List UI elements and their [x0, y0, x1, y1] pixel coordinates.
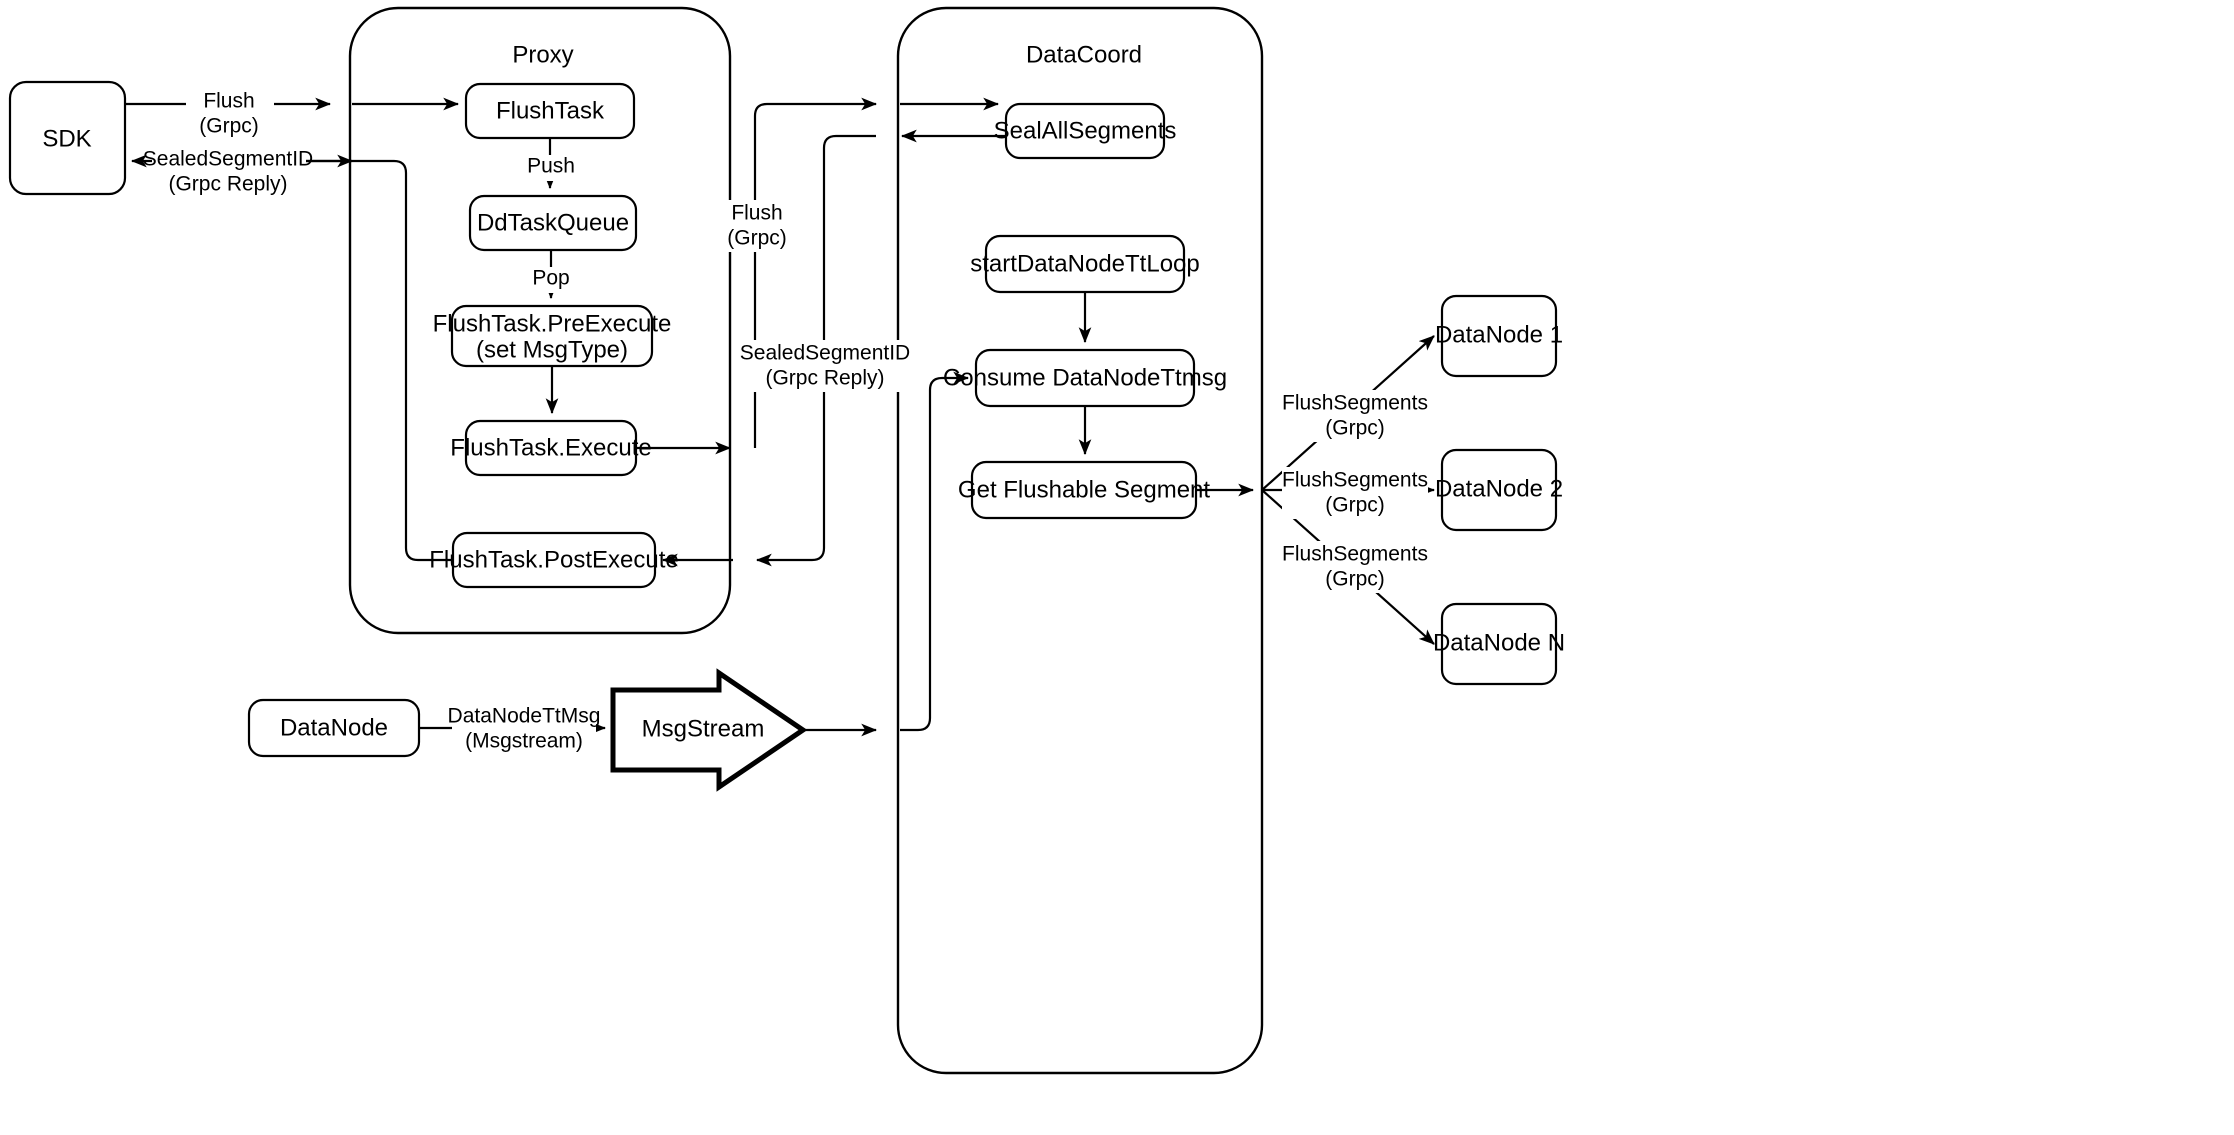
- edge-postexecute-to-sdk: [130, 154, 453, 562]
- edge-label-pop: Pop: [522, 267, 580, 293]
- datacoord-title: DataCoord: [1026, 41, 1142, 68]
- datanodettmsg-line1: DataNodeTtMsg: [448, 705, 601, 728]
- flush-grpc-proxy-label-bg: [722, 200, 794, 252]
- flush-grpc-sdk-line1: Flush: [203, 90, 254, 113]
- datanode-bottom-box[interactable]: [247, 698, 421, 758]
- edge-label-flush-grpc-sdk: Flush (Grpc): [186, 88, 274, 140]
- flushsegments-n-line1: FlushSegments: [1282, 543, 1428, 566]
- node-msgstream[interactable]: MsgStream: [610, 668, 808, 792]
- edge-label-flushsegments-1: FlushSegments (Grpc): [1282, 390, 1428, 442]
- flushtask-box[interactable]: [464, 82, 636, 140]
- sealallsegments-box[interactable]: [1004, 102, 1166, 160]
- sealedsegid-sdk-label-bg: [152, 146, 306, 198]
- node-sdk[interactable]: SDK: [8, 80, 127, 196]
- node-consumedatanodettmsg[interactable]: Consume DataNodeTtmsg: [943, 348, 1227, 408]
- flushsegments-1-line1: FlushSegments: [1282, 392, 1428, 415]
- datanode2-box[interactable]: [1440, 448, 1558, 532]
- node-datanode1[interactable]: DataNode 1: [1435, 294, 1563, 378]
- sealedsegid-proxy-label-bg: [746, 340, 904, 392]
- datanoden-box[interactable]: [1440, 602, 1558, 686]
- node-datanode2[interactable]: DataNode 2: [1435, 448, 1563, 532]
- edge-label-flush-grpc-proxy: Flush (Grpc): [722, 200, 794, 252]
- pop-label-bg: [522, 267, 580, 293]
- flush-grpc-sdk-label-bg: [186, 88, 274, 140]
- node-datanode-bottom[interactable]: DataNode: [247, 698, 421, 758]
- edge-label-flushsegments-n: FlushSegments (Grpc): [1282, 541, 1428, 593]
- node-execute[interactable]: FlushTask.Execute: [450, 419, 652, 477]
- flush-grpc-proxy-line2: (Grpc): [727, 227, 787, 250]
- postexecute-box[interactable]: [451, 531, 657, 589]
- ddtaskqueue-box[interactable]: [468, 194, 638, 252]
- pop-label: Pop: [532, 267, 569, 290]
- sealedsegid-sdk-line1: SealedSegmentID: [143, 148, 313, 171]
- flushsegments-2-label-bg: [1282, 467, 1428, 519]
- sealedsegid-sdk-line2: (Grpc Reply): [168, 173, 287, 196]
- edge-flush-rail-to-datacoord-boundary: [753, 97, 878, 448]
- flush-grpc-sdk-line2: (Grpc): [199, 115, 259, 138]
- flushsegments-1-label-bg: [1282, 390, 1428, 442]
- flush-grpc-proxy-line1: Flush: [731, 202, 782, 225]
- sealedsegid-proxy-line2: (Grpc Reply): [765, 367, 884, 390]
- startdatanodettloop-box[interactable]: [984, 234, 1186, 294]
- preexecute-box[interactable]: [450, 304, 654, 368]
- edge-label-sealedsegid-proxy: SealedSegmentID (Grpc Reply): [740, 340, 910, 392]
- edge-datacoord-inlet-to-consume: [900, 371, 970, 732]
- flushsegments-n-line2: (Grpc): [1325, 568, 1385, 591]
- edge-label-push: Push: [518, 155, 584, 181]
- node-ddtaskqueue[interactable]: DdTaskQueue: [468, 194, 638, 252]
- datacoord-container-box: [896, 6, 1264, 1075]
- datanodettmsg-line2: (Msgstream): [465, 730, 583, 753]
- flushsegments-n-label-bg: [1282, 541, 1428, 593]
- getflushablesegment-box[interactable]: [970, 460, 1198, 520]
- execute-box[interactable]: [464, 419, 638, 477]
- edge-label-sealedsegid-sdk: SealedSegmentID (Grpc Reply): [143, 146, 313, 198]
- node-startdatanodettloop[interactable]: startDataNodeTtLoop: [970, 234, 1200, 294]
- edge-label-flushsegments-2: FlushSegments (Grpc): [1282, 467, 1428, 519]
- node-postexecute[interactable]: FlushTask.PostExecute: [429, 531, 679, 589]
- edge-label-datanodettmsg: DataNodeTtMsg (Msgstream): [448, 703, 601, 755]
- node-preexecute[interactable]: FlushTask.PreExecute (set MsgType): [433, 304, 672, 368]
- container-datacoord: DataCoord: [896, 6, 1264, 1075]
- proxy-title: Proxy: [512, 41, 573, 68]
- sealedsegid-proxy-line1: SealedSegmentID: [740, 342, 910, 365]
- flushsegments-1-line2: (Grpc): [1325, 417, 1385, 440]
- node-getflushablesegment[interactable]: Get Flushable Segment: [958, 460, 1210, 520]
- push-label-bg: [518, 155, 584, 181]
- datanodettmsg-label-bg: [452, 703, 596, 755]
- flushsegments-2-line1: FlushSegments: [1282, 469, 1428, 492]
- node-sealallsegments[interactable]: SealAllSegments: [994, 102, 1177, 160]
- flushsegments-2-line2: (Grpc): [1325, 494, 1385, 517]
- consumedatanodettmsg-box[interactable]: [974, 348, 1196, 408]
- push-label: Push: [527, 155, 575, 178]
- node-datanoden[interactable]: DataNode N: [1433, 602, 1565, 686]
- sdk-box[interactable]: [8, 80, 127, 196]
- msgstream-arrow-shape[interactable]: [610, 668, 808, 792]
- datanode1-box[interactable]: [1440, 294, 1558, 378]
- node-flushtask[interactable]: FlushTask: [464, 82, 636, 140]
